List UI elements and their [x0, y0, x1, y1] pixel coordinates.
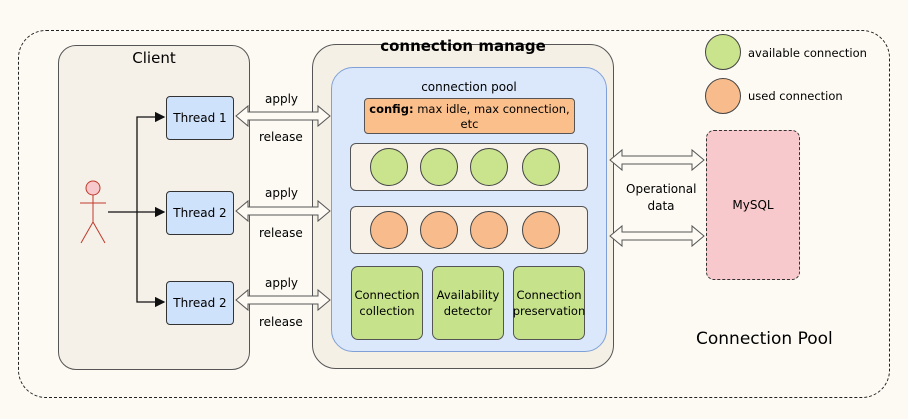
thread-box: Thread 1 [166, 96, 234, 140]
operational-data-label: Operational data [626, 182, 697, 213]
double-arrow-icon [235, 288, 331, 312]
available-connection-circle [470, 148, 508, 186]
used-connection-circle [370, 211, 408, 249]
apply-label: apply [265, 186, 299, 200]
config-key: config: [369, 102, 414, 116]
legend-used-label: used connection [748, 89, 843, 103]
mysql-box: MySQL [706, 130, 800, 280]
thread-connector-lines [108, 111, 166, 308]
double-arrows [235, 104, 705, 312]
connection-collection-box: Connection collection [351, 266, 423, 340]
connection-manage-title: connection manage [380, 37, 546, 55]
legend-available-swatch [705, 34, 741, 70]
legend-available-label: available connection [748, 46, 867, 60]
release-label: release [259, 130, 303, 144]
release-label: release [259, 315, 303, 329]
used-connection-circle [420, 211, 458, 249]
client-title: Client [132, 49, 176, 67]
apply-label: apply [265, 276, 299, 290]
double-arrow-icon [235, 104, 331, 128]
apply-label: apply [265, 92, 299, 106]
available-connection-circle [370, 148, 408, 186]
available-connection-circle [420, 148, 458, 186]
used-connection-circle [470, 211, 508, 249]
used-connection-circle [522, 211, 560, 249]
thread-box: Thread 2 [166, 191, 234, 235]
diagram-caption: Connection Pool [696, 329, 833, 349]
availability-detector-box: Availability detector [432, 266, 504, 340]
diagram-frame [18, 30, 890, 398]
available-connection-circle [522, 148, 560, 186]
double-arrow-icon [609, 148, 705, 172]
config-box: config: max idle, max connection, etc [364, 98, 575, 134]
double-arrow-icon [235, 199, 331, 223]
connection-pool-title: connection pool [421, 80, 517, 94]
legend-used-swatch [705, 78, 741, 114]
release-label: release [259, 226, 303, 240]
thread-box: Thread 2 [166, 281, 234, 325]
user-figure-icon [80, 180, 106, 244]
double-arrow-icon [609, 224, 705, 248]
config-value: max idle, max connection, etc [413, 102, 570, 131]
connection-preservation-box: Connection preservation [513, 266, 585, 340]
